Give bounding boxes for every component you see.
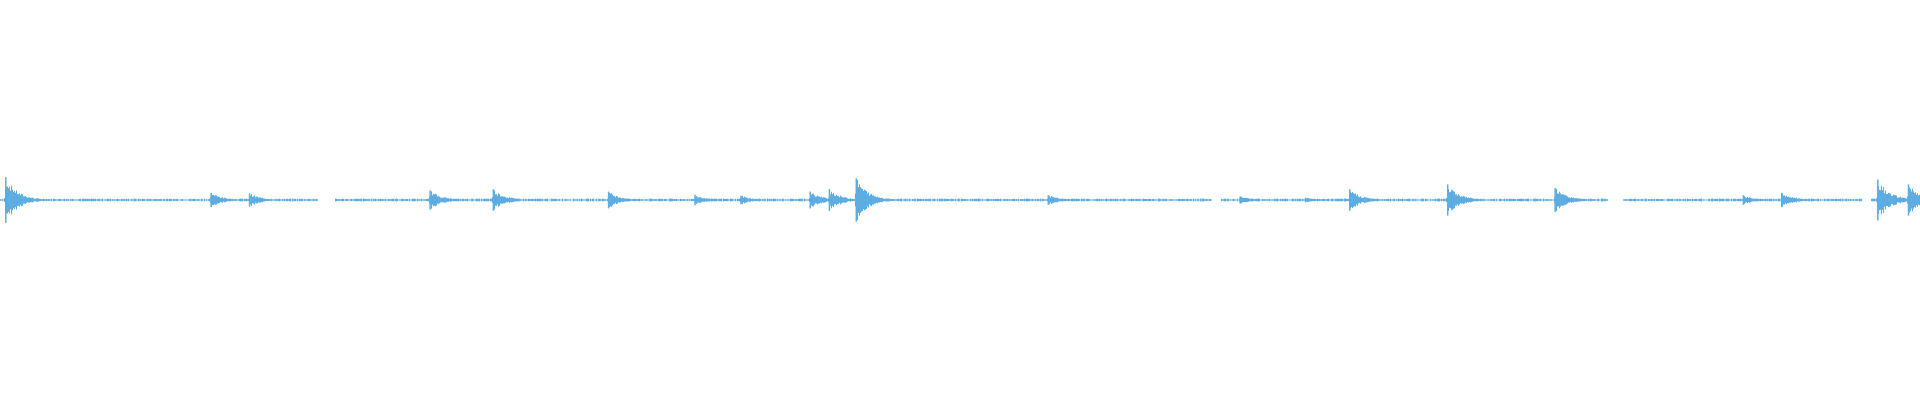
waveform-trace: [0, 180, 1920, 220]
waveform-baseline: [0, 180, 1920, 220]
waveform-bursts: [5, 177, 1910, 223]
